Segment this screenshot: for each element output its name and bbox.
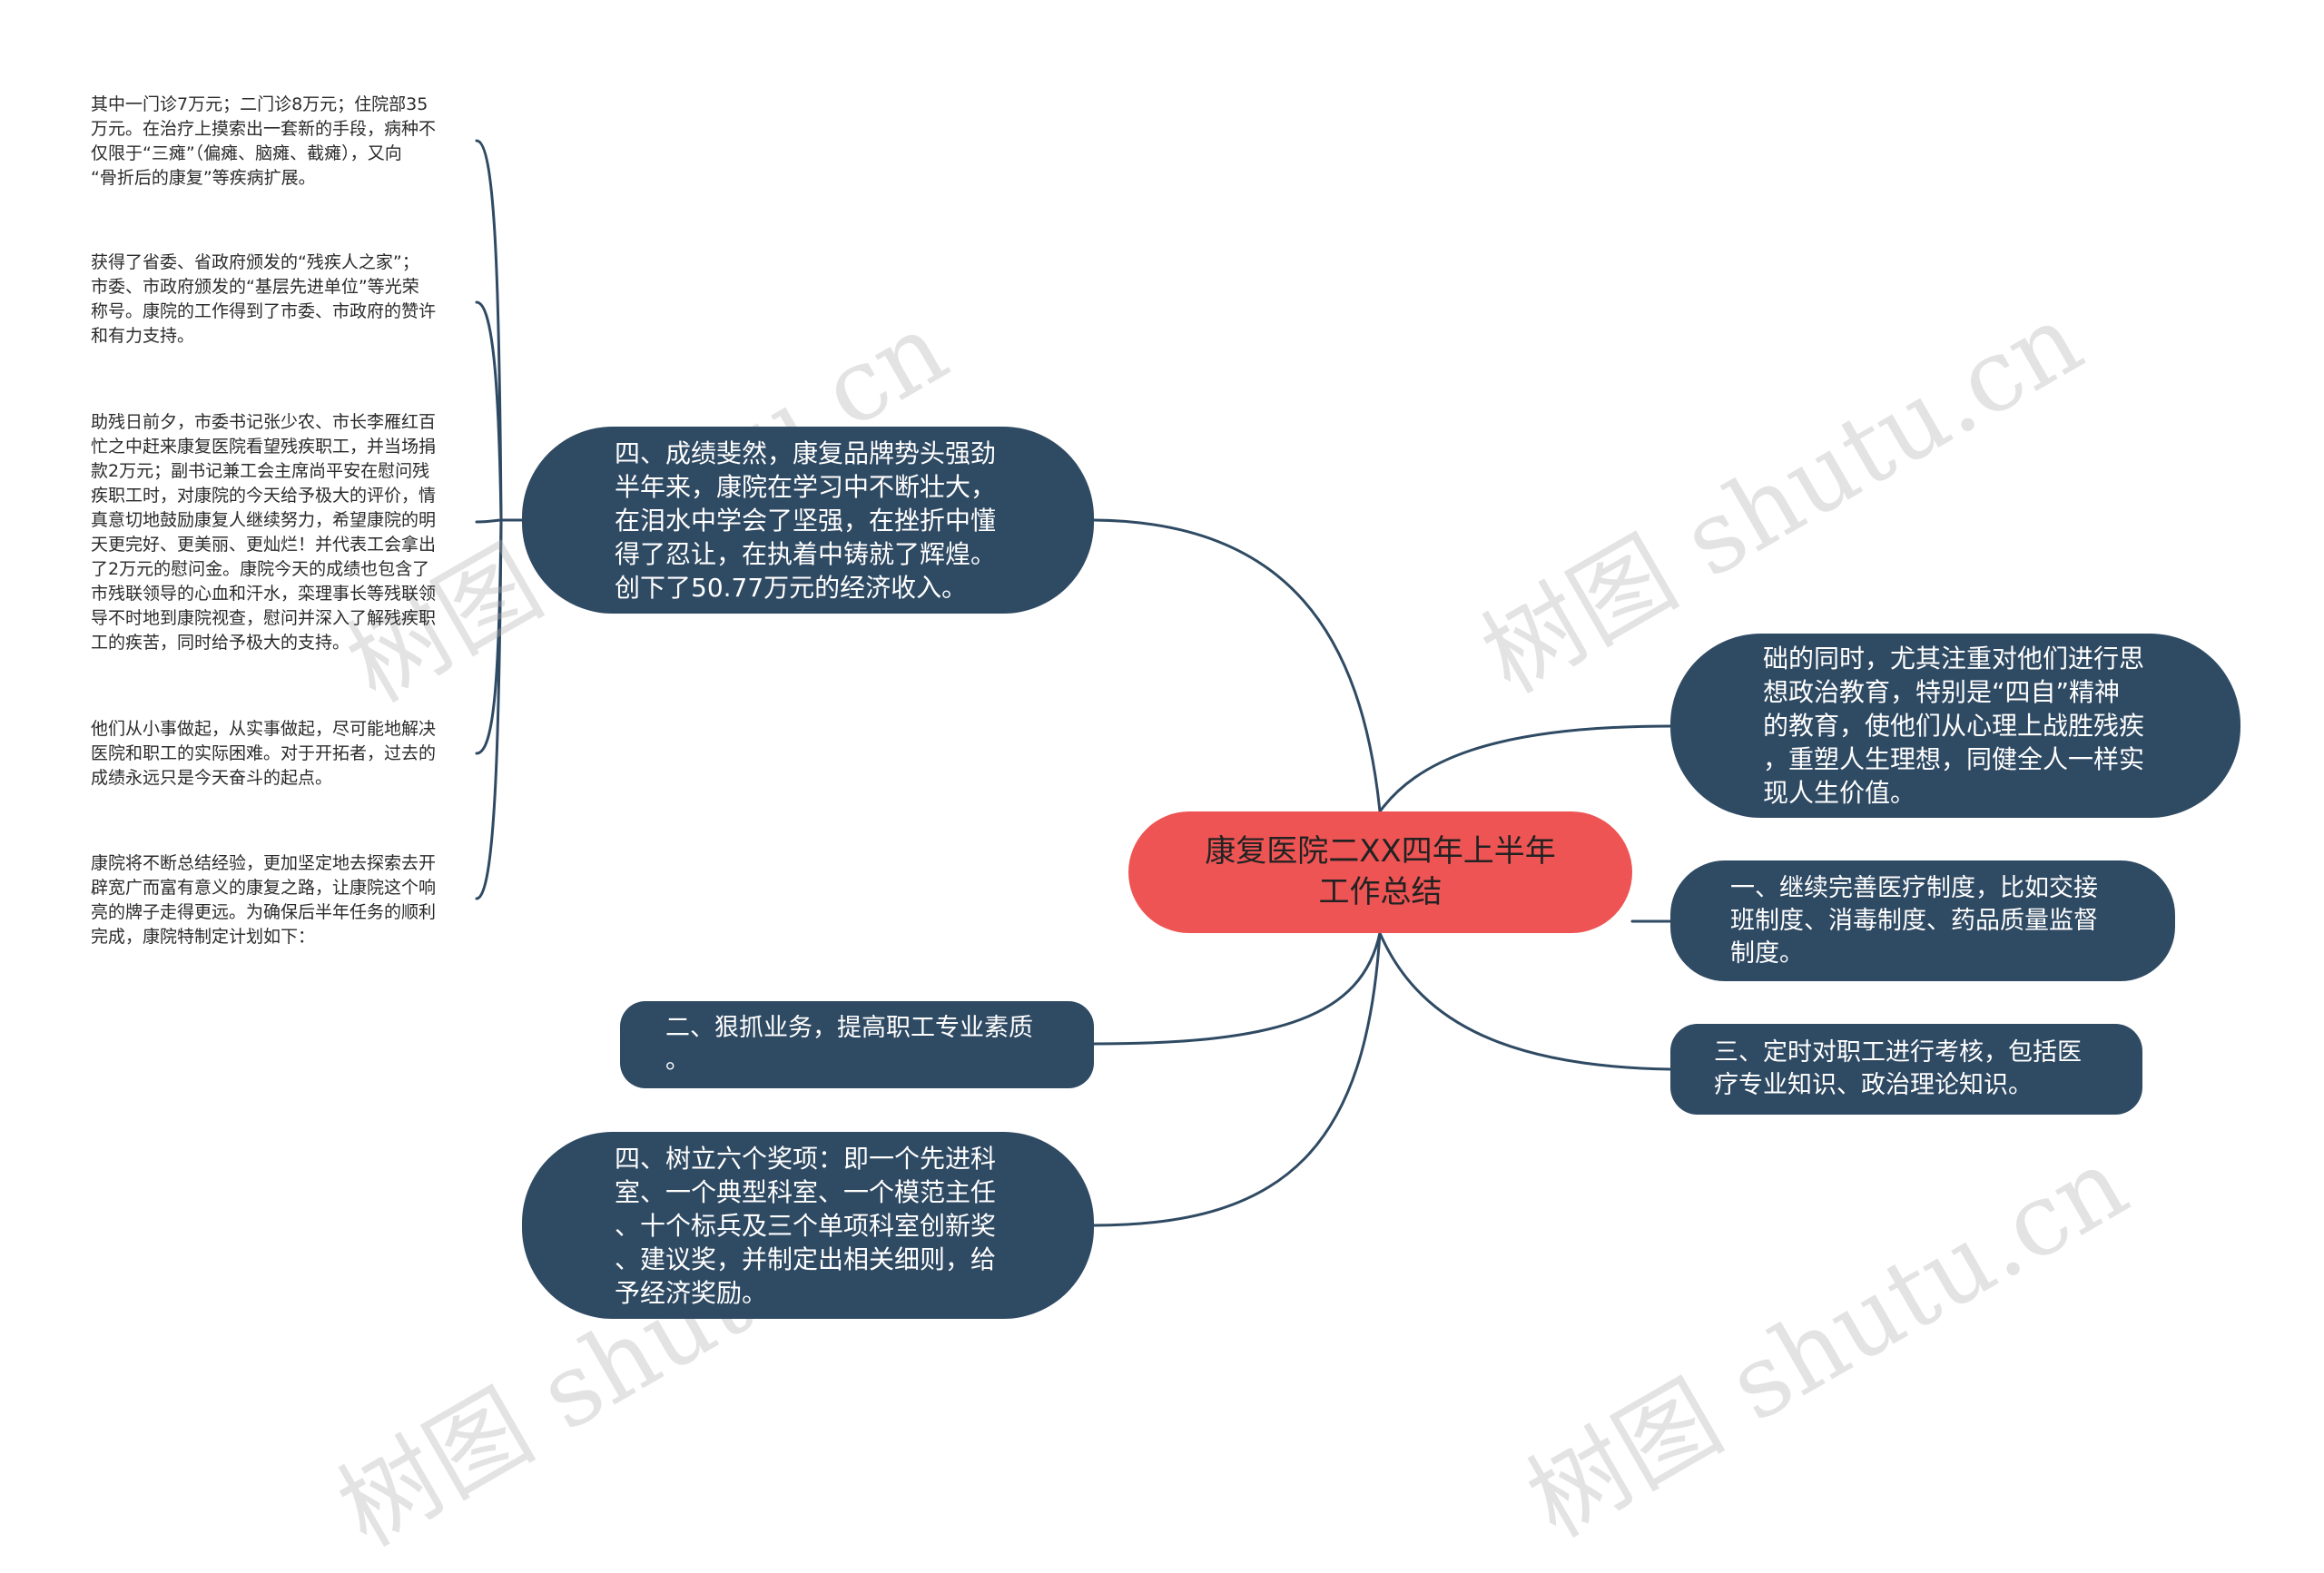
branch-assessment-label: 三、定时对职工进行考核，包括医 疗专业知识、政治理论知识。	[1714, 1038, 2082, 1099]
link-root-assessment	[1378, 931, 1672, 1071]
link-root-achievements	[1092, 518, 1382, 813]
bracket-leaf-5	[475, 518, 503, 900]
branch-business-label: 二、狠抓业务，提高职工专业素质 。	[665, 1014, 1033, 1075]
bracket-leaf-2	[475, 300, 503, 522]
link-root-awards	[1092, 931, 1382, 1227]
connector-lines	[475, 139, 1672, 1227]
branch-business[interactable]: 二、狠抓业务，提高职工专业素质 。	[620, 1001, 1094, 1088]
leaf-text-plan: 康院将不断总结经验，更加坚定地去探索去开 辟宽广而富有意义的康复之路，让康院这个…	[91, 853, 437, 947]
leaf-text-visit: 助残日前夕，市委书记张少农、市长李雁红百 忙之中赶来康复医院看望残疾职工，并当场…	[91, 412, 437, 653]
branch-achievements[interactable]: 四、成绩斐然，康复品牌势头强劲 半年来，康院在学习中不断壮大， 在泪水中学会了坚…	[522, 427, 1094, 614]
leaf-text-small-things: 他们从小事做起，从实事做起，尽可能地解决 医院和职工的实际困难。对于开拓者，过去…	[91, 719, 437, 788]
root-topic[interactable]: 康复医院二XX四年上半年 工作总结	[1128, 811, 1632, 933]
leaf-text-honors: 获得了省委、省政府颁发的“残疾人之家”； 市委、市政府颁发的“基层先进单位”等光…	[91, 252, 437, 346]
leaf-text-revenue: 其中一门诊7万元；二门诊8万元；住院部35 万元。在治疗上摸索出一套新的手段，病…	[91, 94, 437, 188]
link-root-business	[1092, 931, 1382, 1046]
branch-awards-label: 四、树立六个奖项：即一个先进科 室、一个典型科室、一个模范主任 、十个标兵及三个…	[615, 1143, 997, 1308]
branch-medical-system-label: 一、继续完善医疗制度，比如交接 班制度、消毒制度、药品质量监督 制度。	[1730, 873, 2098, 968]
root-topic-label: 康复医院二XX四年上半年 工作总结	[1205, 833, 1556, 910]
branch-awards[interactable]: 四、树立六个奖项：即一个先进科 室、一个典型科室、一个模范主任 、十个标兵及三个…	[522, 1132, 1094, 1319]
link-root-education	[1378, 724, 1672, 813]
branch-education-label: 础的同时，尤其注重对他们进行思 想政治教育，特别是“四自”精神 的教育，使他们从…	[1763, 644, 2145, 808]
branch-achievements-label: 四、成绩斐然，康复品牌势头强劲 半年来，康院在学习中不断壮大， 在泪水中学会了坚…	[615, 437, 997, 603]
bracket-leaf-1	[475, 139, 503, 522]
branch-assessment[interactable]: 三、定时对职工进行考核，包括医 疗专业知识、政治理论知识。	[1670, 1024, 2142, 1115]
branch-education[interactable]: 础的同时，尤其注重对他们进行思 想政治教育，特别是“四自”精神 的教育，使他们从…	[1670, 634, 2240, 818]
branch-medical-system[interactable]: 一、继续完善医疗制度，比如交接 班制度、消毒制度、药品质量监督 制度。	[1670, 860, 2175, 981]
